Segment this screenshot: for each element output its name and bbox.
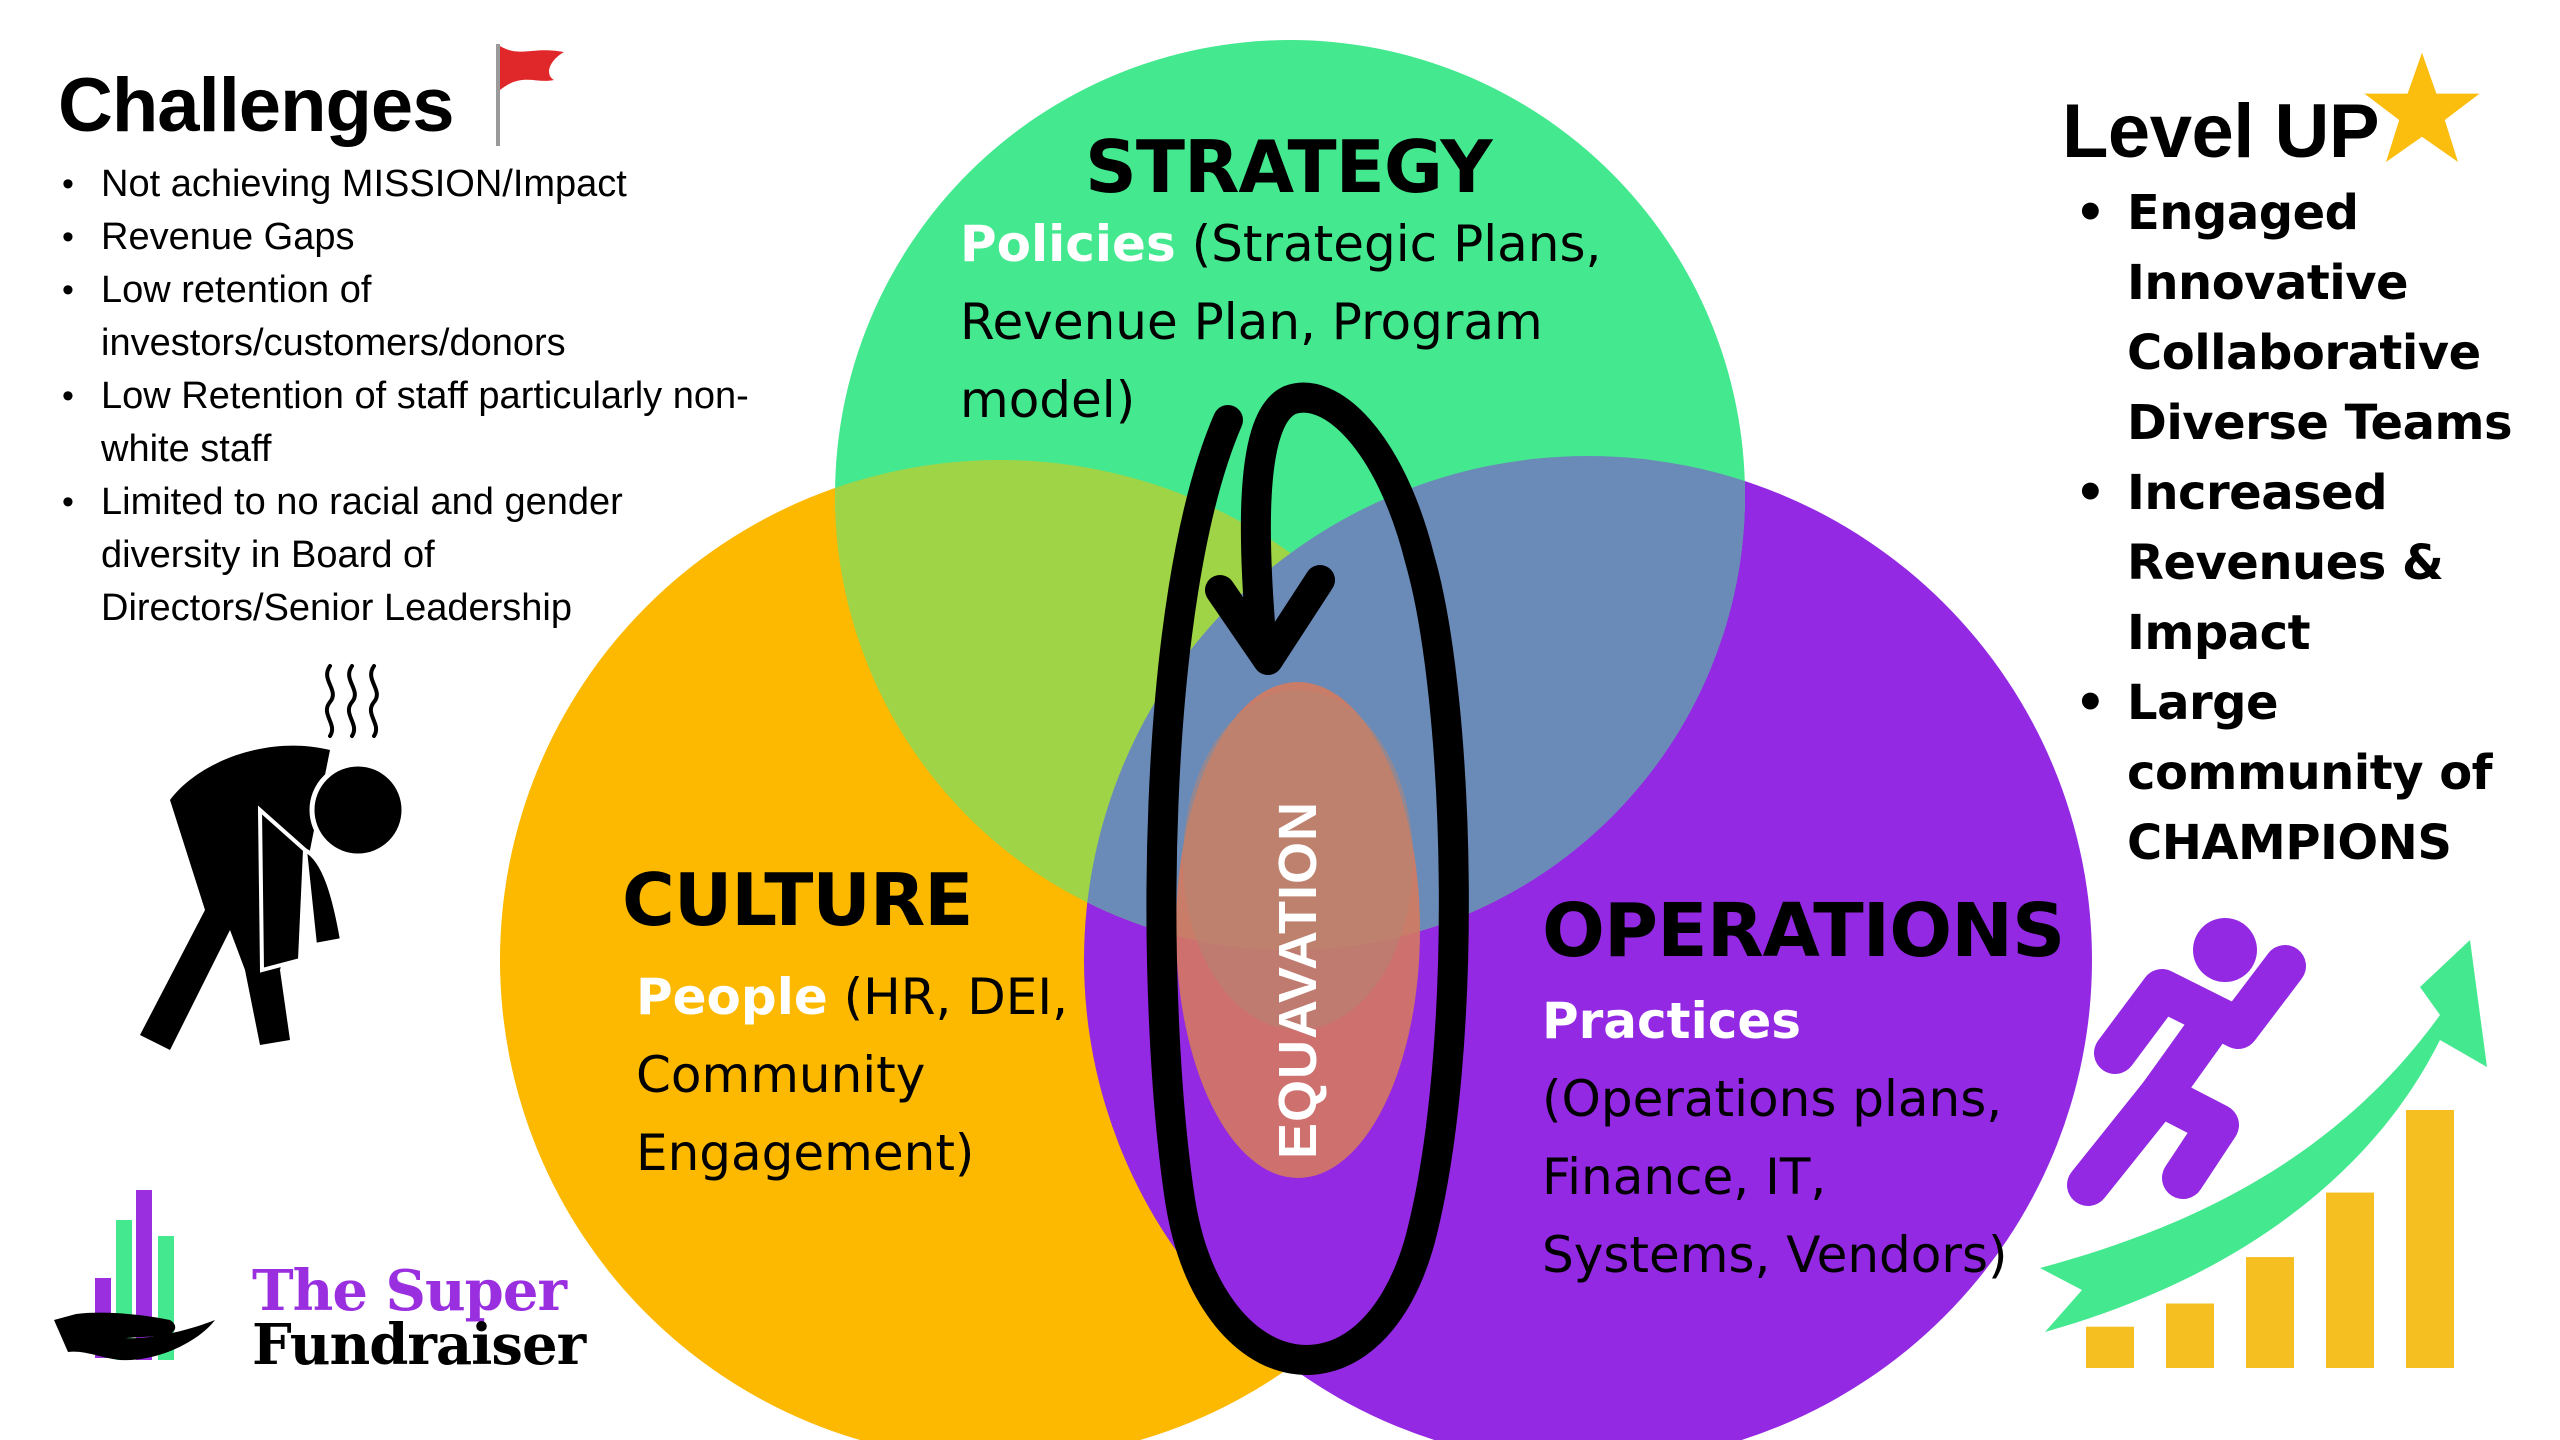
exhausted-person-icon [140, 664, 407, 1050]
star-icon [2364, 52, 2480, 162]
culture-details: (HR, DEI, Community Engagement) [636, 968, 1069, 1182]
operations-details: (Operations plans, Finance, IT, Systems,… [1542, 1070, 2008, 1284]
challenge-item: Revenue Gaps [58, 211, 758, 264]
strategy-title: STRATEGY [1085, 125, 1492, 209]
strategy-description: Policies (Strategic Plans, Revenue Plan,… [960, 205, 1660, 439]
culture-highlight: People [636, 968, 828, 1026]
culture-title: CULTURE [622, 858, 973, 942]
challenge-item: Limited to no racial and gender diversit… [58, 476, 701, 635]
equavation-label: EQUAVATION [1268, 801, 1328, 1159]
growth-bar [2406, 1110, 2454, 1368]
growth-bar [2166, 1303, 2214, 1368]
equavation-ellipse-upper-tint [1183, 690, 1413, 1030]
challenge-item: Not achieving MISSION/Impact [58, 158, 758, 211]
level-up-item: Large community of CHAMPIONS [2075, 668, 2527, 878]
strategy-details: (Strategic Plans, Revenue Plan, Program … [960, 215, 1602, 429]
logo-text-line1: The Super [252, 1258, 567, 1324]
red-flag-icon [496, 44, 564, 146]
growth-bar [2326, 1192, 2374, 1368]
growth-bar [2246, 1257, 2294, 1368]
challenges-list: Not achieving MISSION/Impact Revenue Gap… [58, 158, 758, 635]
level-up-heading: Level UP [2062, 89, 2380, 174]
challenge-item: Low retention of investors/customers/don… [58, 264, 621, 370]
running-person-icon [2067, 945, 2306, 1206]
challenges-heading: Challenges [58, 63, 454, 148]
level-up-item: Increased Revenues & Impact [2075, 458, 2467, 668]
growth-bar [2086, 1326, 2134, 1368]
operations-title: OPERATIONS [1542, 888, 2065, 974]
growth-bars [2086, 1110, 2454, 1368]
running-person-head [2193, 918, 2257, 982]
super-fundraiser-logo-icon [54, 1190, 215, 1361]
challenge-item: Low Retention of staff particularly non-… [58, 370, 801, 476]
logo-text-line2: Fundraiser [252, 1312, 586, 1378]
operations-highlight: Practices [1542, 992, 1802, 1050]
level-up-list: Engaged Innovative Collaborative Diverse… [2075, 178, 2535, 878]
level-up-item: Engaged Innovative Collaborative Diverse… [2075, 178, 2535, 458]
running-person-growth-chart-icon [2040, 918, 2487, 1368]
growth-arrow-icon [2040, 940, 2487, 1332]
culture-description: People (HR, DEI, Community Engagement) [636, 958, 1156, 1192]
cycle-arrow-icon [1146, 382, 1469, 1375]
operations-description: Practices (Operations plans, Finance, IT… [1542, 982, 2062, 1294]
strategy-highlight: Policies [960, 215, 1176, 273]
